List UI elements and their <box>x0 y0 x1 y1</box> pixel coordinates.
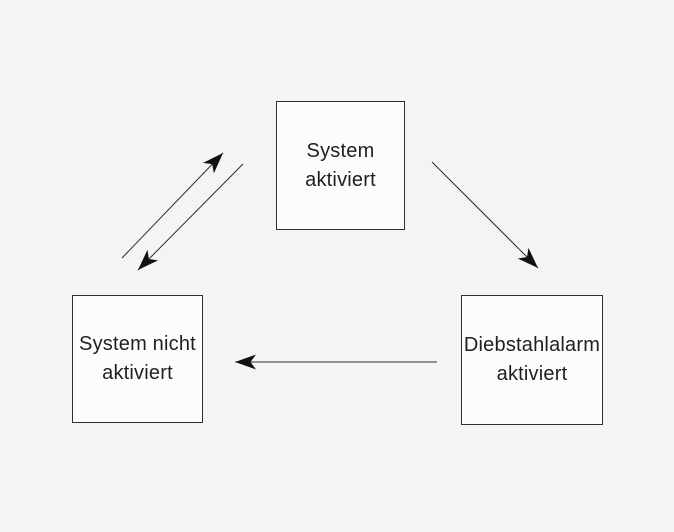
node-system-aktiviert: System aktiviert <box>276 101 405 230</box>
node-system-nicht-aktiviert-label: System nicht aktiviert <box>79 333 196 384</box>
node-diebstahlalarm-aktiviert: Diebstahlalarm aktiviert <box>461 295 603 425</box>
node-system-aktiviert-label: System aktiviert <box>305 139 376 191</box>
edge-system-aktiviert-to-diebstahlalarm-aktiviert <box>431 161 539 269</box>
edge-system-nicht-aktiviert-to-system-aktiviert <box>121 152 224 259</box>
node-diebstahlalarm-aktiviert-label: Diebstahlalarm aktiviert <box>463 334 601 385</box>
node-system-nicht-aktiviert: System nicht aktiviert <box>72 295 203 423</box>
edge-system-aktiviert-to-system-nicht-aktiviert <box>137 163 244 271</box>
